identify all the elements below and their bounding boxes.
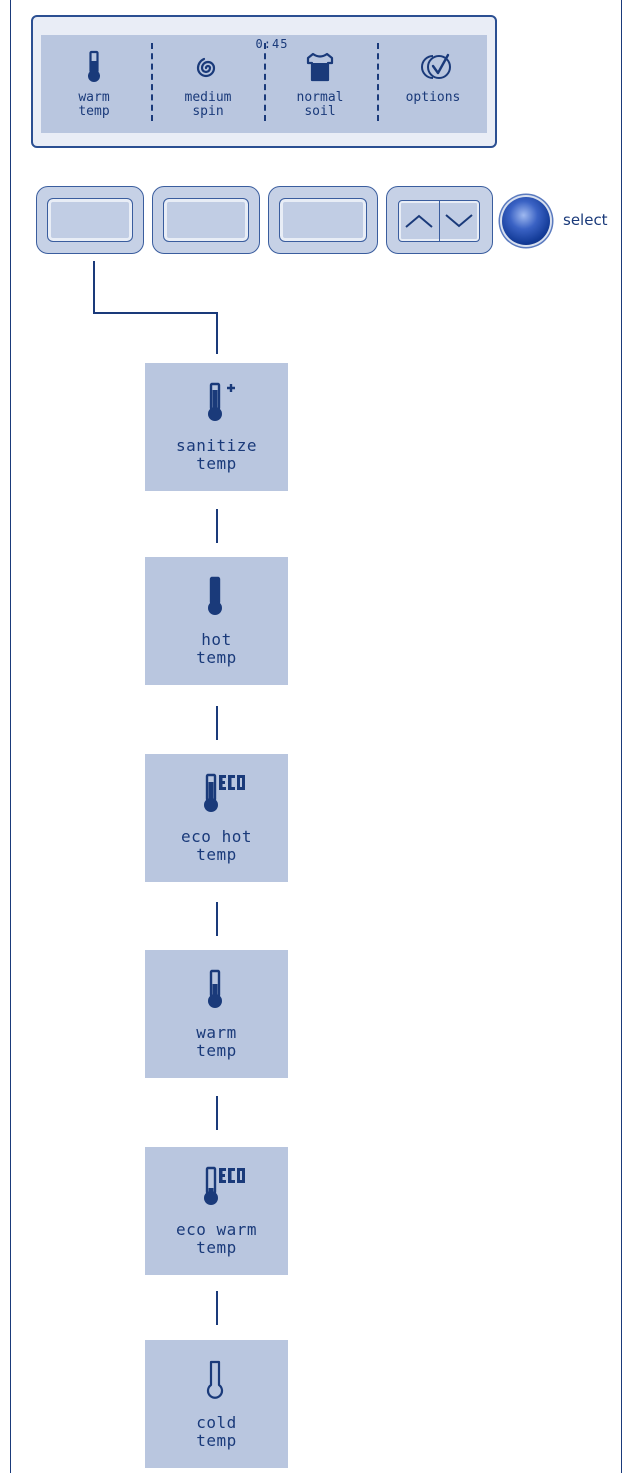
thermometer-full-icon: [208, 576, 222, 615]
display-options-label: options: [405, 90, 461, 105]
up-down-button[interactable]: [386, 186, 493, 254]
temp-option-eco-warm: eco warm temp: [145, 1147, 288, 1275]
temp-option-line2: temp: [196, 845, 237, 864]
temp-option-hot: hot temp: [145, 557, 288, 685]
display-divider: [151, 43, 153, 121]
select-label: select: [563, 211, 608, 229]
temp-button[interactable]: [36, 186, 144, 254]
temp-option-line2: temp: [196, 1431, 237, 1450]
display-temp-line2: temp: [78, 104, 110, 119]
temp-option-line2: temp: [196, 1041, 237, 1060]
thermometer-empty-icon: [206, 1360, 224, 1399]
connector-line: [216, 902, 218, 936]
temp-option-cold: cold temp: [145, 1340, 288, 1468]
temp-option-warm: warm temp: [145, 950, 288, 1078]
up-arrow-icon: [405, 214, 433, 228]
display-divider: [264, 43, 266, 121]
thermometer-eco-warm-icon: [204, 1166, 245, 1205]
connector-line: [216, 509, 218, 543]
temp-option-line1: hot: [201, 630, 232, 649]
connector-line: [216, 312, 218, 354]
shirt-icon: [306, 52, 334, 82]
spin-button[interactable]: [152, 186, 260, 254]
thermometer-warm-icon: [208, 969, 222, 1008]
display-soil-line2: soil: [304, 104, 336, 119]
display-temp-line1: warm: [78, 90, 110, 105]
connector-line: [216, 1096, 218, 1130]
temp-option-line1: eco hot: [181, 827, 252, 846]
lcd-screen: 0:45 warm temp medium spin normal: [41, 35, 487, 133]
soil-button[interactable]: [268, 186, 378, 254]
display-spin-line2: spin: [192, 104, 224, 119]
connector-line: [216, 706, 218, 740]
temp-option-sanitize: sanitize temp: [145, 363, 288, 491]
thermometer-icon: [88, 50, 100, 82]
temp-option-eco-hot: eco hot temp: [145, 754, 288, 882]
up-arrow-button[interactable]: [399, 201, 439, 241]
temp-option-line1: sanitize: [175, 436, 258, 455]
down-arrow-button[interactable]: [438, 201, 480, 241]
temp-option-line2: temp: [196, 1238, 237, 1257]
page-frame: [10, 0, 622, 1473]
down-arrow-icon: [445, 214, 473, 228]
display-item-temp: warm temp: [44, 49, 144, 119]
spin-spiral-icon: [196, 57, 216, 78]
connector-line: [93, 261, 95, 314]
connector-line: [216, 1291, 218, 1325]
display-spin-line1: medium: [184, 90, 232, 105]
temp-option-line1: eco warm: [175, 1220, 258, 1239]
temp-option-line1: warm: [196, 1023, 237, 1042]
select-knob[interactable]: [502, 197, 550, 245]
display-item-options: options: [383, 49, 483, 105]
temp-option-line2: temp: [196, 454, 237, 473]
temp-option-line2: temp: [196, 648, 237, 667]
thermometer-eco-hot-icon: [204, 773, 245, 812]
options-check-icon: [421, 53, 451, 79]
temp-option-line1: cold: [196, 1413, 237, 1432]
cycle-time: 0:45: [255, 37, 289, 51]
display-item-soil: normal soil: [270, 49, 370, 119]
display-divider: [377, 43, 379, 121]
lcd-display: 0:45 warm temp medium spin normal: [31, 15, 497, 148]
thermometer-plus-icon: [208, 382, 235, 421]
display-item-spin: medium spin: [158, 49, 258, 119]
connector-line: [93, 312, 218, 314]
display-soil-line1: normal: [296, 90, 344, 105]
